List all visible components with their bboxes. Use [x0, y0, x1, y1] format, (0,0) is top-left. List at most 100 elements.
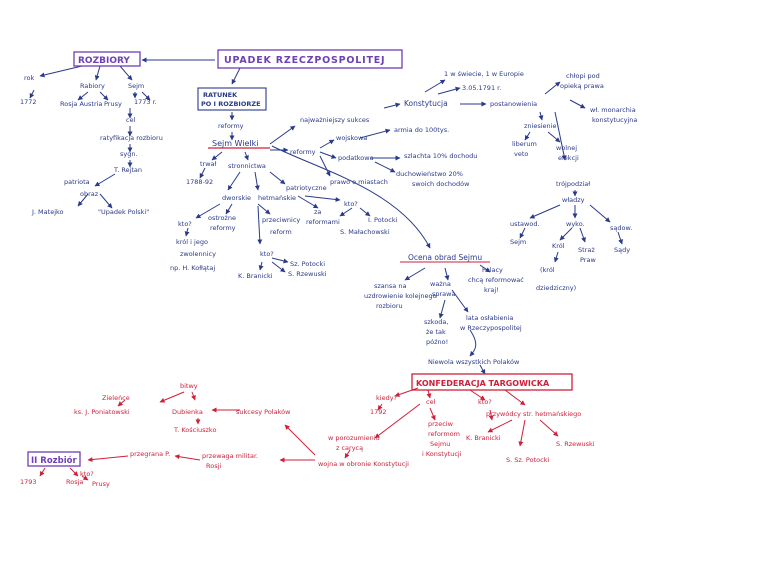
konf-zielence: Zieleńce — [102, 394, 130, 402]
pierwsza-w-swiecie: 1 w świecie, 1 w Europie — [444, 70, 524, 78]
dworskie-zwolennicy: zwolennicy — [180, 250, 216, 258]
ratunek-box — [197, 87, 267, 111]
sejm-wielki-label: Sejm Wielki — [212, 139, 259, 148]
konf-rosji: Rosji — [206, 462, 221, 470]
postanowienia-label: postanowienia — [490, 100, 537, 108]
duchowienstwo-label: duchowieństwo 20% — [396, 170, 463, 178]
rozbiory-matejko: J. Matejko — [31, 208, 64, 216]
ocena-wazna-2: sprawa — [432, 290, 455, 298]
reformy-2-label: reformy — [290, 148, 316, 156]
zniesienie-label: zniesienie — [524, 122, 556, 130]
najwazniejszy-sukces: najważniejszy sukces — [300, 116, 370, 124]
hetmanskie-label: hetmańskie — [258, 194, 296, 202]
ocena-polacy-2: chcą reformować — [468, 276, 524, 284]
konf-porozumieniu-2: z carycą — [336, 444, 363, 452]
reformy-label: reformy — [218, 122, 244, 130]
konf-potocki: S. Sz. Potocki — [506, 456, 549, 464]
konf-rok: 1792 — [370, 408, 387, 416]
wl-monarchia: wł. monarchia — [590, 106, 636, 114]
ratunek-line-1: RATUNEK — [203, 91, 238, 99]
blue-connectors — [29, 57, 623, 375]
konf-dubienka: Dubienka — [172, 408, 203, 416]
ustawodawcza-label: ustawod. — [510, 220, 540, 228]
wolnej-label: wolnej — [556, 144, 577, 152]
ii-rozbior-box — [27, 451, 81, 467]
opieka-label: opieką prawa — [560, 82, 604, 90]
patriotyczne-label: patriotyczne — [286, 184, 327, 192]
konf-cel: cel — [426, 398, 436, 406]
wojskowa-label: wojskowa — [336, 134, 367, 142]
krol-label: Król — [552, 242, 565, 250]
ocena-szkoda-2: że tak — [426, 328, 446, 336]
sejm-wielki-branch: RATUNEK PO I ROZBIORZE reformy Sejm Wiel… — [170, 91, 398, 280]
rozbiory-box — [73, 51, 141, 67]
wladzy-label: władzy — [562, 196, 585, 204]
ocena-title: Ocena obrad Sejmu — [408, 253, 482, 262]
konf-kto: kto? — [478, 398, 492, 406]
patriotyczne-malachowski: S. Małachowski — [340, 228, 390, 236]
konf-bitwy: bitwy — [180, 382, 198, 390]
konfederacja-title: KONFEDERACJA TARGOWICKA — [416, 379, 550, 388]
ocena-lata-2: w Rzeczypospolitej — [460, 324, 522, 332]
konf-cel-3: Sejmu — [430, 440, 450, 448]
konf-rzewuski: S. Rzewuski — [556, 440, 595, 448]
rozbiory-upadek-polski: "Upadek Polski" — [98, 208, 149, 216]
konf-cel-1: przeciw — [428, 420, 454, 428]
armia-label: armia do 100tys. — [394, 126, 449, 134]
rozbiory-rosja-austria: Rosja Austria — [60, 100, 102, 108]
dworskie-kto: kto? — [178, 220, 192, 228]
ocena-lata-1: lata osłabienia — [466, 314, 513, 322]
rozbiory-sejm: Sejm — [128, 82, 144, 90]
rozbior-rok: 1793 — [20, 478, 37, 486]
rozbiory-rabiory: Rabiory — [80, 82, 105, 90]
konfederacja-branch: KONFEDERACJA TARGOWICKA kiedy? 1792 cel … — [20, 379, 595, 488]
niewola-label: Niewola wszystkich Polaków — [428, 358, 520, 366]
konfederacja-box — [411, 373, 573, 391]
ocena-szkoda-3: późno! — [426, 338, 448, 346]
trojpodzial-label: trójpodział — [556, 180, 590, 188]
konstytucyjna: konstytucyjna — [592, 116, 637, 124]
konf-sukcesy: sukcesy Polaków — [236, 408, 291, 416]
rozbior-kto: kto? — [80, 470, 94, 478]
rozbiory-branch: rok 1772 Rabiory Rosja Austria Sejm Prus… — [20, 74, 163, 216]
praw-label: Praw — [580, 256, 596, 264]
red-connectors — [39, 387, 559, 481]
rozbiory-obraz: obraz — [80, 190, 99, 198]
ocena-szansa-3: rozbioru — [376, 302, 403, 310]
hetmanskie-reform: reform — [270, 228, 292, 236]
dworskie-kolo: np. H. Kołłątaj — [170, 264, 215, 272]
rozbiory-label: ROZBIORY — [78, 56, 130, 66]
krol-dziedziczny-1: (król — [540, 266, 555, 274]
patriotyczne-potocki: I. Potocki — [368, 216, 398, 224]
rozbiory-ratyfikacja: ratyfikacja rozbioru — [100, 134, 163, 142]
prawo-o-miastach: prawo o miastach — [330, 178, 388, 186]
wykonawcza-label: wyko. — [566, 220, 585, 228]
konf-porozumieniu-1: w porozumieniu — [328, 434, 380, 442]
page-title: UPADEK RZECZPOSPOLITEJ — [224, 55, 385, 66]
ocena-szkoda-1: szkoda, — [424, 318, 448, 326]
hetmanskie-branicki: K. Branicki — [238, 272, 273, 280]
rozbior-prusy: Prusy — [92, 480, 110, 488]
ratunek-line-2: PO I ROZBIORZE — [201, 100, 261, 108]
patriotyczne-za: za — [314, 208, 321, 216]
hetmanskie-kto: kto? — [260, 250, 274, 258]
ocena-polacy-3: kraj! — [484, 286, 499, 294]
elekcji-label: elekcji — [558, 154, 579, 162]
konf-przegrana: przegrana P. — [130, 450, 170, 458]
konf-poniatowski: ks. J. Poniatowski — [74, 408, 130, 416]
sejm-label: Sejm — [510, 238, 526, 246]
dworskie-ostrozne: ostrożne — [208, 214, 236, 222]
rozbior-rosja: Rosja — [66, 478, 83, 486]
ocena-szansa-2: uzdrowienie kolejnego — [364, 292, 437, 300]
ii-rozbior-label: II Rozbiór — [31, 455, 77, 466]
dworskie-label: dworskie — [222, 194, 251, 202]
data-konstytucji: 3.05.1791 r. — [462, 84, 501, 92]
ocena-branch: Ocena obrad Sejmu szansa na uzdrowienie … — [364, 253, 524, 366]
hetmanskie-potocki: Sz. Potocki — [290, 260, 325, 268]
podatkowa-label: podatkowa — [338, 154, 374, 162]
konf-cel-4: i Konstytucji — [422, 450, 462, 458]
konstytucja-label: Konstytucja — [404, 99, 448, 108]
konstytucja-branch: najważniejszy sukces Konstytucja 1 w świ… — [290, 70, 637, 292]
lata-sejmu: 1788-92 — [186, 178, 213, 186]
